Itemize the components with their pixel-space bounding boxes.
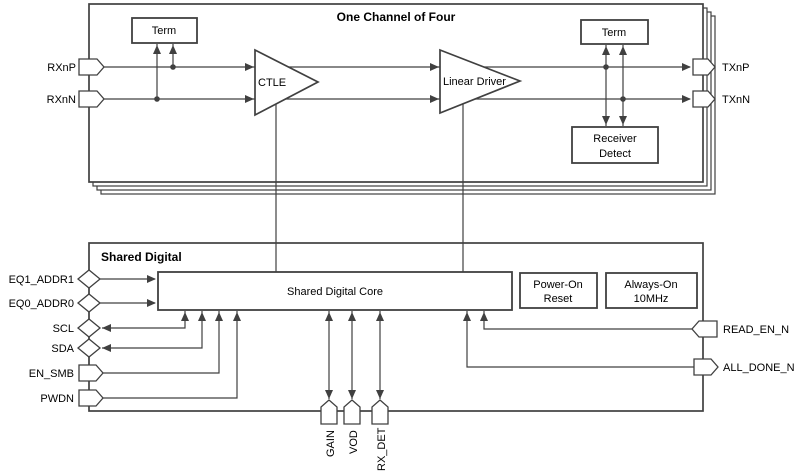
pin-rxnn [78,90,105,108]
arrowhead-into-driver-n [430,95,439,103]
channel-title: One Channel of Four [337,10,456,24]
power-on-reset-label-1: Power-On [533,279,583,291]
arrowhead-rxdetect-a [602,116,610,125]
always-on-label-2: 10MHz [634,293,669,305]
pin-en-smb [78,364,104,382]
pin-label-read-en-n: READ_EN_N [723,324,789,336]
shared-digital-box [88,242,704,412]
arrowhead-into-ctle-p [245,63,254,71]
channel-wires [103,44,690,126]
linear-driver-label: Linear Driver [443,76,506,88]
arrowhead-term-right-b [619,46,627,55]
arrowhead-eq0 [147,299,156,307]
wire-sda [102,311,203,349]
arrowhead-term-left-b [169,45,177,54]
pin-label-en-smb: EN_SMB [29,368,74,380]
arrowhead-into-txnp [682,63,691,71]
shared-arrowheads [102,275,488,399]
pin-pwdn [78,389,104,407]
channel-stack [88,3,716,195]
pin-label-eq0-addr0: EQ0_ADDR0 [9,298,74,310]
term-left-label: Term [152,25,176,37]
arrowhead-vod-up [348,312,356,321]
pin-eq1-addr1 [76,269,102,289]
arrowhead-gain-down [325,390,333,399]
arrowhead-en-smb [215,312,223,321]
junction-dot [170,64,176,70]
arrowhead-pwdn [233,312,241,321]
pin-label-vod: VOD [348,430,360,454]
always-on-label-1: Always-On [624,279,677,291]
ctle-amp [254,48,320,117]
pin-label-rxnp: RXnP [47,62,76,74]
pin-label-eq1-addr1: EQ1_ADDR1 [9,274,74,286]
pin-label-sda: SDA [51,343,74,355]
wire-all-done [466,311,694,368]
pin-label-txnn: TXnN [722,94,750,106]
receiver-detect-label-1: Receiver [593,133,637,145]
arrowhead-into-txnn [682,95,691,103]
wire-pwdn [103,311,238,399]
arrowhead-sda-out [102,344,111,352]
pin-rxnp [78,58,105,76]
wire-en-smb [103,311,220,374]
channel-pins [78,58,716,108]
pin-scl [76,318,102,338]
shared-digital-core-label: Shared Digital Core [287,286,383,298]
arrowhead-scl-out [102,324,111,332]
pin-sda [76,338,102,358]
pin-gain [320,399,338,425]
ctle-label: CTLE [258,77,286,89]
junction-dots [154,64,626,102]
term-left-block [131,17,198,44]
pin-label-pwdn: PWDN [40,393,74,405]
power-on-reset-block [519,272,598,309]
arrowhead-scl-in [181,312,189,321]
control-wires [275,104,464,272]
shared-digital-core-block [157,271,513,311]
arrowhead-gain-up [325,312,333,321]
arrowhead-into-ctle-n [245,95,254,103]
term-right-label: Term [602,27,626,39]
pin-rx-det [371,399,389,425]
arrowhead-term-left-a [153,45,161,54]
pin-all-done-n [693,358,719,376]
power-on-reset-label-2: Reset [544,293,573,305]
pin-read-en-n [691,320,718,338]
channel-arrowheads [153,45,691,125]
arrowhead-rxdetect-b [619,116,627,125]
pin-txnn [692,90,716,108]
arrowhead-rxdet-down [376,390,384,399]
term-right-block [580,19,649,45]
arrowhead-sda-in [198,312,206,321]
pin-vod [343,399,361,425]
junction-dot [154,96,160,102]
pin-label-scl: SCL [53,323,74,335]
arrowhead-read-en [480,312,488,321]
pin-label-all-done-n: ALL_DONE_N [723,362,795,374]
arrowhead-eq1 [147,275,156,283]
pin-label-rxnn: RXnN [47,94,76,106]
arrowhead-term-right-a [602,46,610,55]
pin-txnp [692,58,716,76]
arrowhead-rxdet-up [376,312,384,321]
receiver-detect-block [571,126,659,164]
linear-driver-amp [439,48,523,115]
pin-label-rx-det: RX_DET [376,427,388,471]
pin-eq0-addr0 [76,293,102,313]
receiver-detect-label-2: Detect [599,148,631,160]
pin-label-txnp: TXnP [722,62,750,74]
arrowhead-all-done [463,312,471,321]
junction-dot [603,64,609,70]
shared-pins [76,269,719,425]
arrowhead-into-driver-p [430,63,439,71]
shared-wires [100,278,694,399]
pin-label-gain: GAIN [325,430,337,457]
arrowhead-vod-down [348,390,356,399]
junction-dot [620,96,626,102]
shared-digital-title: Shared Digital [101,250,182,264]
always-on-10mhz-block [605,272,698,309]
